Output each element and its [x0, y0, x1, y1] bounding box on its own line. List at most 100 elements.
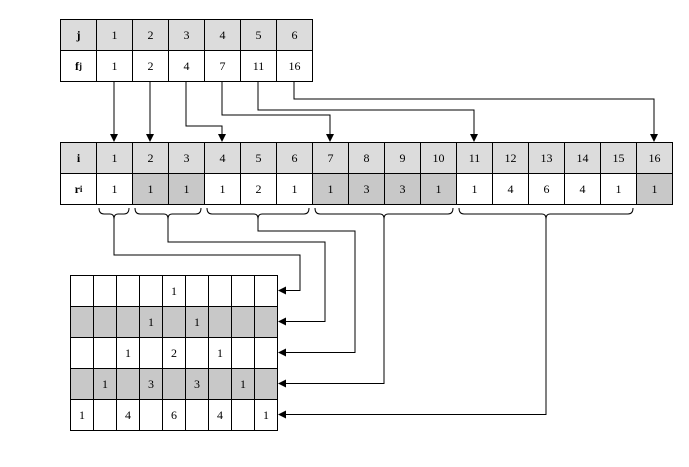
top-row-header-j: j [60, 19, 97, 51]
grid-cell [139, 399, 163, 431]
mapping-arrow [293, 82, 658, 142]
grid-cell [254, 368, 278, 400]
grid-cell [208, 368, 232, 400]
mid-i-cell: 3 [168, 142, 205, 174]
grid-cell [185, 399, 209, 431]
group-brace [134, 207, 202, 220]
top-j-cell: 6 [276, 19, 313, 51]
mid-i-cell: 6 [276, 142, 313, 174]
mid-i-cell: 8 [348, 142, 385, 174]
grid-cell [231, 399, 255, 431]
group-brace [206, 207, 310, 220]
mid-r-cell: 1 [96, 173, 133, 205]
grid-cell [70, 275, 94, 307]
mid-i-cell: 9 [384, 142, 421, 174]
grid-cell [70, 368, 94, 400]
mid-r-cell: 1 [132, 173, 169, 205]
mid-r-cell: 1 [420, 173, 457, 205]
grid-cell [162, 368, 186, 400]
grid-cell [93, 337, 117, 369]
grid-cell: 1 [254, 399, 278, 431]
mid-i-cell: 5 [240, 142, 277, 174]
mid-r-cell: 3 [384, 173, 421, 205]
mid-i-cell: 13 [528, 142, 565, 174]
mid-i-cell: 15 [600, 142, 637, 174]
top-row-header-f-main: f [75, 58, 79, 73]
grid-cell [185, 275, 209, 307]
mid-i-cell: 10 [420, 142, 457, 174]
grid-cell [70, 337, 94, 369]
mid-i-cell: 2 [132, 142, 169, 174]
mid-i-cell: 11 [456, 142, 493, 174]
grid-cell: 4 [116, 399, 140, 431]
grid-cell: 1 [185, 306, 209, 338]
mapping-arrow [257, 82, 478, 142]
grid-cell [116, 306, 140, 338]
grid-cell [162, 306, 186, 338]
top-f-cell: 2 [132, 50, 169, 82]
mid-r-cell: 1 [456, 173, 493, 205]
group-brace [314, 207, 454, 220]
top-f-cell: 16 [276, 50, 313, 82]
grid-cell [185, 337, 209, 369]
mid-r-cell: 1 [204, 173, 241, 205]
mid-r-cell: 1 [600, 173, 637, 205]
grid-cell: 1 [139, 306, 163, 338]
grid-cell [254, 337, 278, 369]
mid-r-cell: 1 [276, 173, 313, 205]
grid-cell [231, 306, 255, 338]
grid-cell: 1 [93, 368, 117, 400]
grid-cell [254, 306, 278, 338]
grid-cell [116, 275, 140, 307]
grid-cell: 1 [208, 337, 232, 369]
mid-row-header-r-subscript: i [79, 184, 83, 194]
top-row-header-f-subscript: j [79, 61, 82, 71]
grid-cell [208, 275, 232, 307]
mid-i-cell: 14 [564, 142, 601, 174]
top-j-cell: 5 [240, 19, 277, 51]
grid-cell: 1 [116, 337, 140, 369]
grid-cell [208, 306, 232, 338]
mid-i-cell: 12 [492, 142, 529, 174]
grid-cell: 1 [231, 368, 255, 400]
grid-cell [139, 337, 163, 369]
row-connector-arrow [278, 219, 547, 419]
grid-cell: 1 [70, 399, 94, 431]
grid-cell [139, 275, 163, 307]
mapping-arrow [221, 82, 334, 142]
mid-i-cell: 4 [204, 142, 241, 174]
grid-cell [93, 399, 117, 431]
top-f-cell: 11 [240, 50, 277, 82]
mid-r-cell: 1 [312, 173, 349, 205]
grid-cell: 1 [162, 275, 186, 307]
mid-r-cell: 3 [348, 173, 385, 205]
mid-row-header-i: i [60, 142, 97, 174]
grid-cell [254, 275, 278, 307]
mid-r-cell: 4 [564, 173, 601, 205]
mapping-arrow [185, 82, 226, 142]
grid-cell: 4 [208, 399, 232, 431]
mid-r-cell: 1 [168, 173, 205, 205]
grid-cell [70, 306, 94, 338]
group-brace [98, 207, 130, 220]
top-f-cell: 7 [204, 50, 241, 82]
mid-row-header-r-main: r [74, 181, 80, 196]
grid-cell [231, 275, 255, 307]
mid-i-cell: 1 [96, 142, 133, 174]
grid-cell [231, 337, 255, 369]
grid-cell: 3 [185, 368, 209, 400]
grid-cell [116, 368, 140, 400]
grid-cell: 2 [162, 337, 186, 369]
mid-r-cell: 2 [240, 173, 277, 205]
mid-r-cell: 6 [528, 173, 565, 205]
mid-r-cell: 1 [636, 173, 673, 205]
mid-r-cell: 4 [492, 173, 529, 205]
top-j-cell: 4 [204, 19, 241, 51]
group-brace [458, 207, 634, 220]
grid-cell: 3 [139, 368, 163, 400]
top-f-cell: 4 [168, 50, 205, 82]
top-j-cell: 3 [168, 19, 205, 51]
grid-cell [93, 306, 117, 338]
mid-i-cell: 16 [636, 142, 673, 174]
